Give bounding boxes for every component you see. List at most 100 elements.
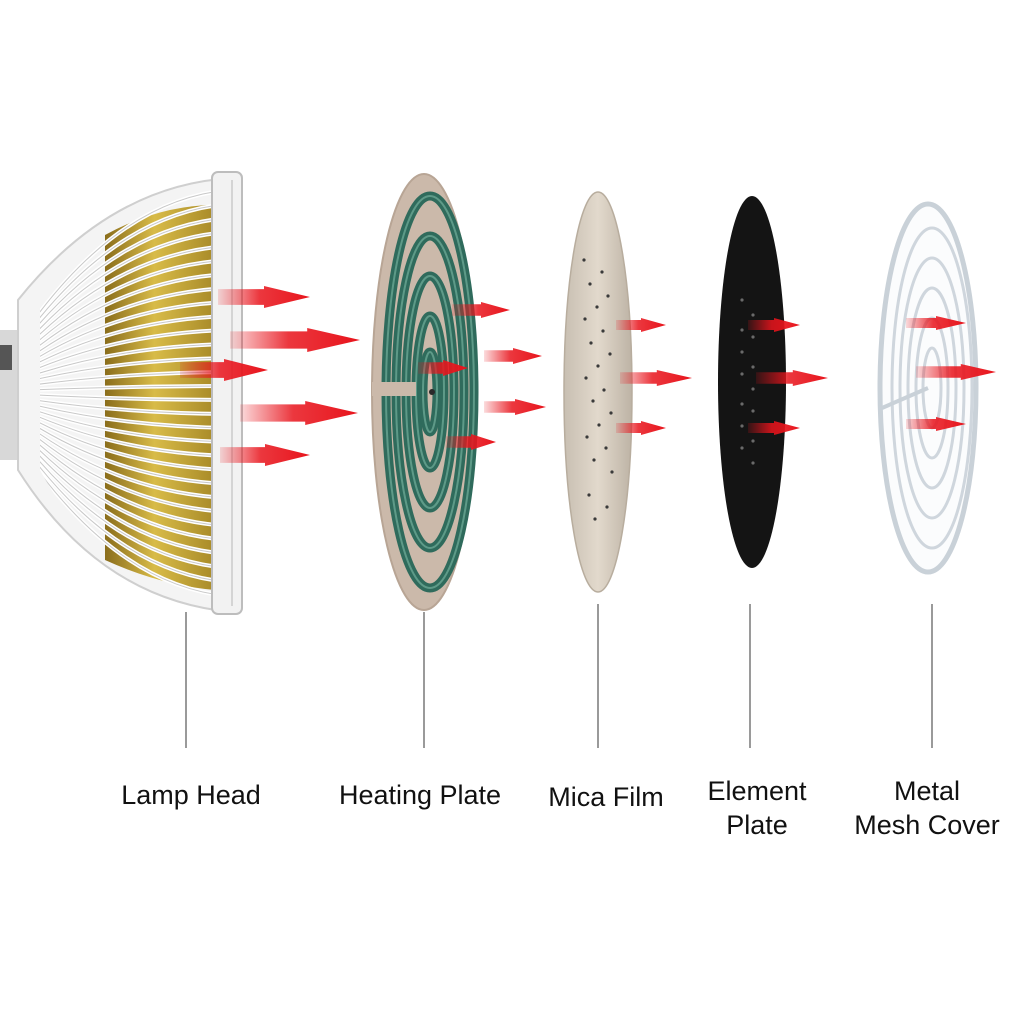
mica-hole	[583, 317, 587, 321]
heat-arrow	[748, 318, 800, 332]
mica-hole	[609, 411, 613, 415]
label-lamp-head-line-1: Lamp Head	[121, 780, 261, 810]
label-metal-mesh-cover: Metal Mesh Cover	[854, 774, 1000, 842]
mesh-ring	[890, 226, 974, 550]
element-hole	[751, 365, 755, 369]
label-mica-film-line-1: Mica Film	[548, 782, 664, 812]
heat-arrow	[756, 370, 828, 386]
element-hole	[751, 335, 755, 339]
lamp-cage-wire-shadow	[40, 421, 229, 485]
lamp-cage-wire-shadow	[40, 203, 229, 331]
lamp-cage-wire-shadow	[40, 329, 229, 372]
lamp-cage-wire-shadow	[40, 385, 229, 391]
lamp-cage-wire-shadow	[40, 189, 229, 326]
element-plate-holes	[740, 298, 755, 465]
element-hole	[740, 298, 744, 302]
lamp-cage-wire-shadow	[40, 449, 229, 569]
heat-arrow	[906, 316, 966, 330]
mica-hole	[588, 282, 592, 286]
mica-hole	[608, 352, 612, 356]
lamp-cage-wire-shadow	[40, 408, 229, 443]
lamp-cage-wire-shadow	[40, 259, 229, 349]
lamp-cage-wire-shadow	[40, 343, 229, 377]
label-heating-plate-line-1: Heating Plate	[338, 780, 502, 810]
lamp-cage-wire-shadow	[40, 412, 229, 457]
lamp-cage-wire-shadow	[40, 454, 229, 583]
lamp-cage-wires	[40, 188, 229, 598]
mica-hole	[595, 305, 599, 309]
label-element-plate: Element Plate	[707, 774, 806, 842]
heat-arrow	[916, 364, 996, 380]
lamp-cage-wire-shadow	[40, 315, 229, 368]
mesh-cover-graphic	[877, 201, 979, 575]
element-hole	[740, 328, 744, 332]
label-element-plate-line-2: Plate	[726, 810, 788, 840]
mica-hole	[601, 329, 605, 333]
label-element-plate-line-1: Element	[707, 776, 807, 806]
element-hole	[740, 372, 744, 376]
heat-arrow	[906, 417, 966, 431]
label-lamp-head: Lamp Head	[121, 778, 261, 812]
heat-arrow	[748, 421, 800, 435]
lamp-cage-wire-shadow	[40, 231, 229, 340]
mica-hole	[606, 294, 610, 298]
element-hole	[740, 446, 744, 450]
lamp-cage-wire-shadow	[40, 273, 229, 354]
lamp-cage-wire-shadow	[40, 426, 229, 499]
label-mesh-cover-line-2: Mesh Cover	[854, 810, 1000, 840]
lamp-cage-wire-shadow	[40, 403, 229, 429]
lamp-cage-wire-shadow	[40, 435, 229, 527]
heat-arrows	[180, 286, 996, 466]
heating-plate-center-hole	[429, 389, 435, 395]
mica-film-graphic	[563, 191, 633, 593]
mica-hole	[600, 270, 604, 274]
heat-arrow	[240, 401, 358, 425]
mesh-cover-spoke	[881, 386, 929, 410]
lamp-cage-wire-shadow	[40, 357, 229, 382]
label-mica-film: Mica Film	[548, 780, 664, 814]
label-heating-plate: Heating Plate	[339, 778, 501, 812]
heat-arrow	[616, 421, 666, 435]
heating-plate-graphic	[371, 173, 479, 611]
lamp-front-ring	[211, 171, 243, 615]
heat-arrow	[484, 399, 546, 415]
lamp-cage-wire-shadow	[40, 394, 229, 401]
mica-hole	[582, 258, 586, 262]
heat-arrow	[218, 286, 310, 308]
heat-arrow	[616, 318, 666, 332]
heat-arrow	[220, 444, 310, 466]
lamp-cage-wire-shadow	[40, 440, 229, 541]
heat-arrow	[620, 370, 692, 386]
heat-arrow	[180, 359, 268, 381]
mica-hole	[597, 423, 601, 427]
mesh-cover-rings	[890, 226, 974, 550]
mesh-ring	[898, 256, 966, 520]
element-plate-disc	[718, 196, 786, 568]
element-hole	[751, 313, 755, 317]
heat-arrow	[446, 434, 496, 450]
lamp-cage-wire-shadow	[40, 287, 229, 359]
heat-arrow	[418, 360, 468, 376]
element-hole	[751, 409, 755, 413]
mica-hole	[584, 376, 588, 380]
element-hole	[751, 439, 755, 443]
lamp-cage-wire-shadow	[40, 417, 229, 471]
leader-lines	[185, 604, 933, 748]
mica-film-disc	[563, 191, 633, 593]
heating-plate-gap	[372, 382, 416, 396]
lamp-cage-wire-shadow	[40, 431, 229, 513]
element-plate-graphic	[718, 196, 786, 568]
element-hole	[751, 387, 755, 391]
element-hole	[740, 350, 744, 354]
mica-hole	[587, 493, 591, 497]
mica-hole	[596, 364, 600, 368]
element-hole	[740, 424, 744, 428]
heat-arrow	[452, 302, 510, 318]
lamp-socket-contact	[0, 345, 12, 370]
label-mesh-cover-line-1: Metal	[893, 776, 961, 806]
heat-arrow	[484, 348, 542, 364]
mica-hole	[604, 446, 608, 450]
mica-hole	[591, 399, 595, 403]
mesh-ring	[906, 286, 958, 490]
